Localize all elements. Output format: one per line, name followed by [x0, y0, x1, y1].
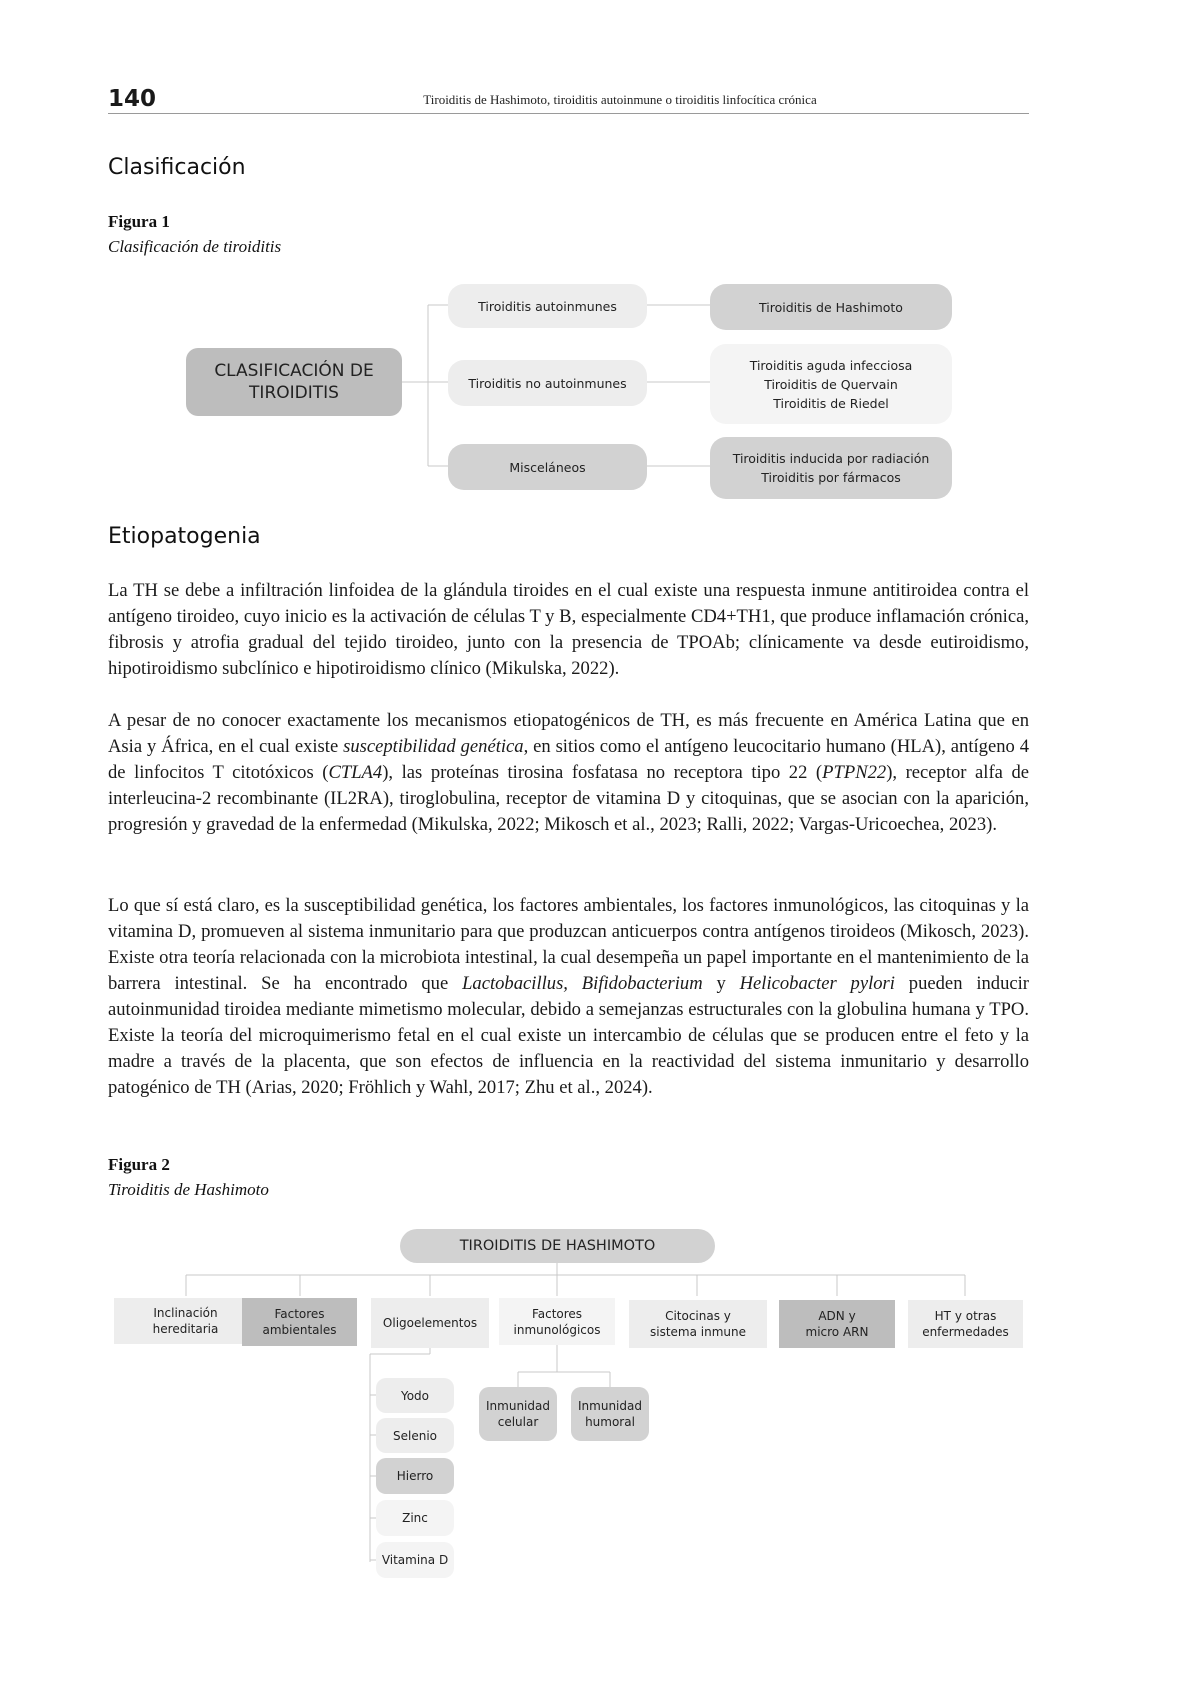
paragraph-2-italic-a: susceptibilidad genética — [343, 736, 524, 757]
paragraph-3-text-b: y — [702, 973, 740, 994]
figure2-factor-adn-line2: micro ARN — [805, 1325, 869, 1339]
figure1-category-autoinmunes: Tiroiditis autoinmunes — [448, 284, 647, 328]
figure2-factor-inmunologicos-line1: Factores — [531, 1306, 583, 1321]
figure2-factor-oligoelementos: Oligoelementos — [371, 1298, 489, 1348]
figure2-label: Figura 2 — [108, 1155, 170, 1174]
paragraph-2-italic-c: PTPN22 — [822, 762, 887, 783]
paragraph-2-italic-b: CTLA4 — [328, 762, 383, 783]
figure2-factor-hereditaria: Inclinación hereditaria — [114, 1298, 257, 1344]
figure2-factor-ht-otras-line2: enfermedades — [922, 1325, 1009, 1339]
figure2-oligo-zinc: Zinc — [376, 1500, 454, 1536]
figure1-connectors — [402, 304, 710, 467]
paragraph-2-text-b: , en sitios como el antígeno leucocitari… — [108, 736, 1029, 783]
paragraph-2-text-c: ), las proteínas tirosina fosfatasa no r… — [382, 762, 823, 783]
figure1-caption: Clasificación de tiroiditis — [108, 237, 282, 256]
figure2-oligo-vitamina-d: Vitamina D — [376, 1542, 454, 1578]
figure1-result-radiacion: Tiroiditis inducida por radiación — [732, 451, 930, 466]
figure1-category-no-autoinmunes: Tiroiditis no autoinmunes — [448, 360, 647, 406]
paragraph-3-text-c: pueden inducir autoinmunidad tiroidea me… — [108, 973, 1029, 1098]
figure1-label: Figura 1 — [108, 212, 170, 231]
figure1-result-miscelaneos: Tiroiditis inducida por radiación Tiroid… — [710, 437, 952, 499]
section-title-etiopatogenia: Etiopatogenia — [108, 524, 261, 549]
figure2-factor-ht-otras-line1: HT y otras — [934, 1309, 997, 1323]
figure2-caption: Tiroiditis de Hashimoto — [108, 1180, 269, 1199]
figure2-inmunidad-humoral-line1: Inmunidad — [578, 1399, 642, 1413]
figure2-oligo-selenio: Selenio — [376, 1418, 454, 1453]
figure2-inmunidad-celular: Inmunidad celular — [479, 1387, 557, 1441]
figure1-result-aguda: Tiroiditis aguda infecciosa — [749, 357, 913, 373]
figure2-factor-hereditaria-line2: hereditaria — [152, 1322, 219, 1336]
paragraph-2-text-d: ), receptor alfa de interleucina-2 recom… — [108, 762, 1030, 835]
figure1-root-box: CLASIFICACIÓN DE TIROIDITIS — [186, 348, 402, 416]
figure1-root-line2: TIROIDITIS — [249, 383, 339, 403]
figure1-result-no-autoinmunes: Tiroiditis aguda infecciosa Tiroiditis d… — [710, 344, 952, 424]
figure2-oligo-hierro: Hierro — [376, 1458, 454, 1494]
figure2-factor-ambientales-line2: ambientales — [262, 1323, 337, 1337]
figure2-factor-citocinas-line2: sistema inmune — [649, 1325, 746, 1339]
figure2-factor-citocinas-line1: Citocinas y — [665, 1309, 731, 1323]
figure2-factor-adn-line1: ADN y — [818, 1309, 856, 1323]
figure1-result-farmacos: Tiroiditis por fármacos — [761, 470, 901, 485]
figure2-factor-inmunologicos-line2: inmunológicos — [513, 1322, 601, 1337]
paragraph-3: Lo que sí está claro, es la susceptibili… — [108, 893, 1029, 1101]
figure1-result-hashimoto: Tiroiditis de Hashimoto — [710, 284, 952, 330]
figure1-root-line1: CLASIFICACIÓN DE — [214, 361, 374, 381]
figure2-inmunidad-celular-line2: celular — [497, 1415, 539, 1429]
page-number: 140 — [108, 86, 157, 112]
header-rule — [108, 113, 1029, 114]
figure2-factor-citocinas: Citocinas y sistema inmune — [629, 1300, 767, 1348]
figure2-factor-inmunologicos: Factores inmunológicos — [499, 1298, 615, 1345]
section-title-clasificacion: Clasificación — [108, 155, 246, 180]
figure1-result-quervain: Tiroiditis de Quervain — [764, 376, 898, 392]
figure2-factor-ambientales-line1: Factores — [274, 1307, 325, 1321]
figure2-inmunidad-humoral-line2: humoral — [585, 1415, 635, 1429]
figure2-factor-adn: ADN y micro ARN — [779, 1300, 895, 1348]
figure1-category-miscelaneos: Misceláneos — [448, 444, 647, 490]
paragraph-3-italic-a: Lactobacillus, Bifidobacterium — [462, 973, 703, 994]
figure2-inmunidad-humoral: Inmunidad humoral — [571, 1387, 649, 1441]
running-title: Tiroiditis de Hashimoto, tiroiditis auto… — [423, 92, 817, 107]
figure2-factor-hereditaria-line1: Inclinación — [153, 1306, 218, 1320]
paragraph-3-text-a: Lo que sí está claro, es la susceptibili… — [108, 895, 1029, 994]
figure2-root-box: TIROIDITIS DE HASHIMOTO — [400, 1229, 715, 1263]
figure2-factor-ht-otras: HT y otras enfermedades — [908, 1300, 1023, 1348]
figure2-inmunidad-celular-line1: Inmunidad — [486, 1399, 550, 1413]
figure2-oligo-yodo: Yodo — [376, 1378, 454, 1413]
paragraph-1: La TH se debe a infiltración linfoidea d… — [108, 580, 1029, 679]
figure1-result-riedel: Tiroiditis de Riedel — [773, 395, 889, 411]
figure2-factor-ambientales: Factores ambientales — [242, 1298, 357, 1346]
paragraph-2-text-a: A pesar de no conocer exactamente los me… — [108, 710, 1029, 757]
paragraph-2: A pesar de no conocer exactamente los me… — [108, 708, 1029, 838]
paragraph-3-italic-b: Helicobacter pylori — [739, 973, 895, 994]
